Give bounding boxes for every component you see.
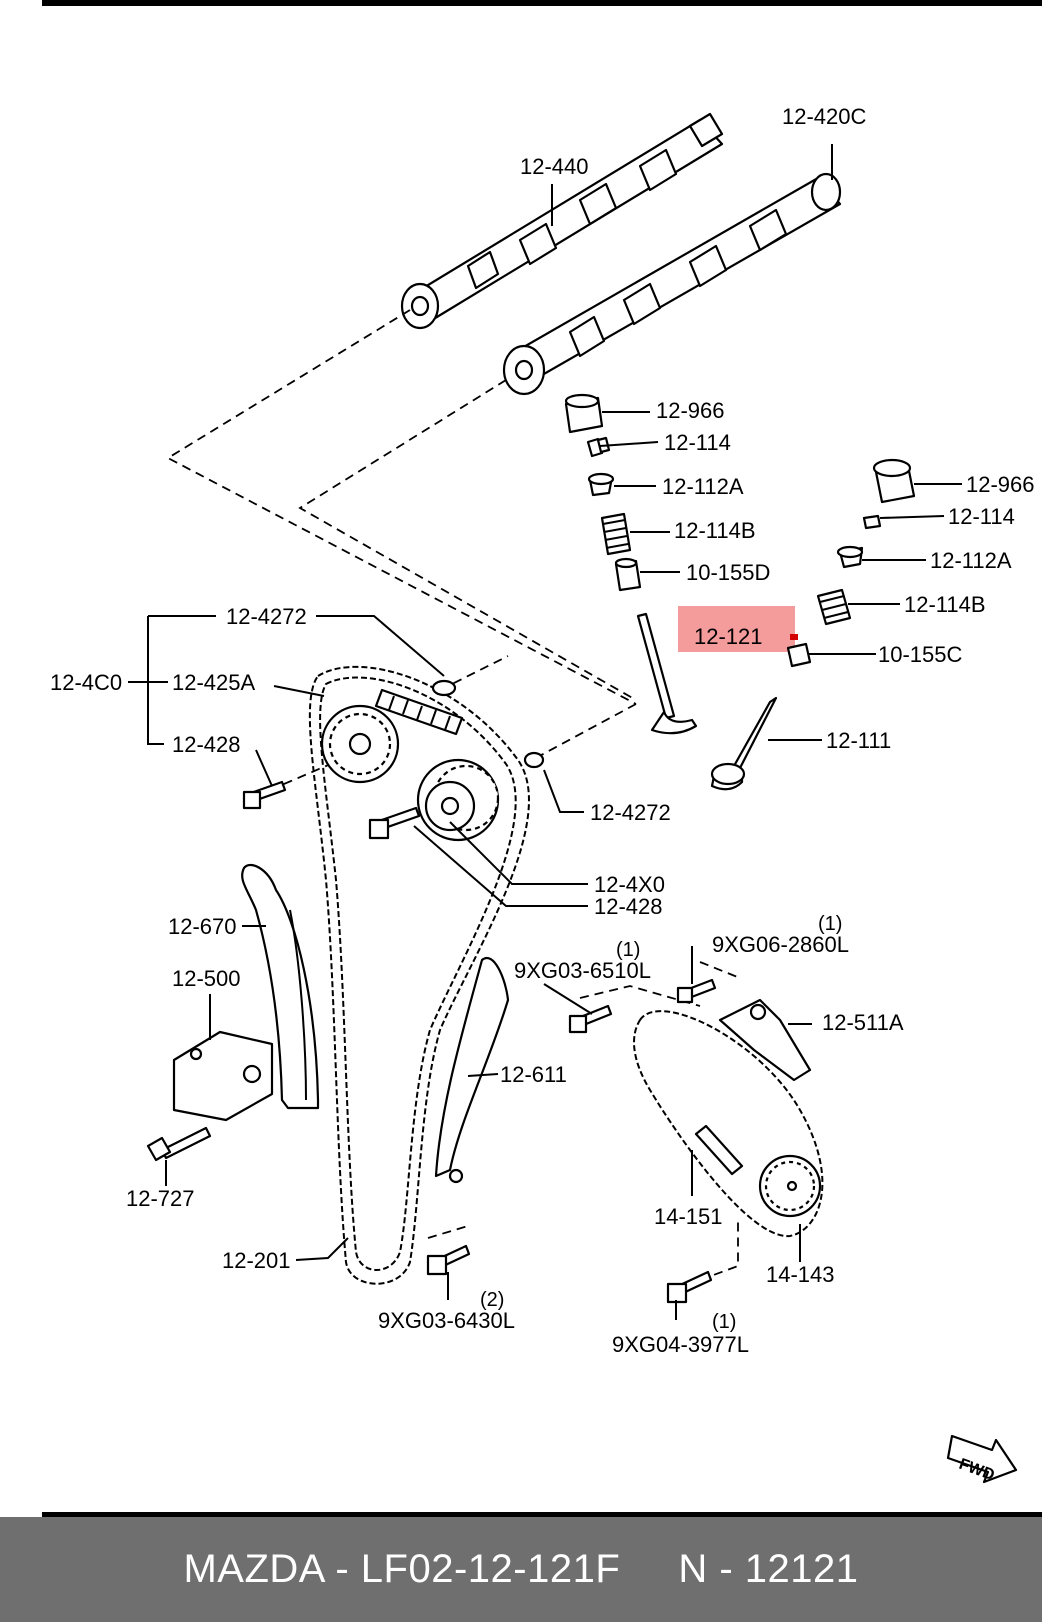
label-12-114-b: 12-114 <box>948 504 1015 529</box>
label-9XG03-6430L: 9XG03-6430L <box>378 1308 515 1333</box>
label-12-500: 12-500 <box>172 966 241 991</box>
label-12-511A: 12-511A <box>822 1010 904 1035</box>
label-12-428-a: 12-428 <box>172 732 241 757</box>
alignment-lines <box>166 309 741 1281</box>
keeper-12-114-a <box>586 436 611 458</box>
label-12-114B-a: 12-114B <box>674 518 756 543</box>
bolt-9XG03-6430L <box>426 1244 471 1276</box>
bolt-12-428-b <box>368 806 421 840</box>
keeper-12-114-b <box>862 514 882 530</box>
chain-guide-12-611 <box>434 956 510 1184</box>
spring-12-114B-b <box>816 588 852 626</box>
label-14-151: 14-151 <box>654 1204 723 1229</box>
label-9XG03-6510L: 9XG03-6510L <box>514 958 651 983</box>
qty-9XG03-6510L: (1) <box>616 939 640 961</box>
label-12-121: 12-121 <box>694 624 763 649</box>
lifter-12-966-a <box>564 393 604 434</box>
label-12-428-b: 12-428 <box>594 894 663 919</box>
chain-links <box>374 688 464 736</box>
part-number-footer: MAZDA - LF02-12-121F N - 12121 <box>0 1517 1042 1622</box>
variable-valve-timing-12-4X0 <box>416 758 500 842</box>
retainer-12-112A-a <box>587 472 615 497</box>
label-10-155C: 10-155C <box>878 642 963 667</box>
label-12-4272-b: 12-4272 <box>590 800 671 825</box>
spring-12-114B-a <box>600 512 632 556</box>
label-12-440: 12-440 <box>520 154 589 179</box>
sprocket-12-425A <box>320 704 400 784</box>
bolt-12-727 <box>146 1126 212 1162</box>
valve-seal-10-155D <box>614 557 642 592</box>
qty-9XG03-6430L: (2) <box>480 1289 504 1311</box>
tensioner-arm-12-511A <box>718 998 812 1082</box>
qty-9XG04-3977L: (1) <box>712 1311 736 1333</box>
label-9XG06-2860L: 9XG06-2860L <box>712 932 849 957</box>
retainer-12-112A-b <box>836 545 864 569</box>
label-14-143: 14-143 <box>766 1262 835 1287</box>
label-12-425A: 12-425A <box>172 670 256 695</box>
bottom-border <box>42 1512 1042 1517</box>
timing-chain-12-201 <box>308 665 530 1285</box>
camshaft-12-420C <box>502 172 842 396</box>
top-border <box>42 0 1042 6</box>
label-12-112A-b: 12-112A <box>930 548 1012 573</box>
label-12-4X0: 12-4X0 <box>594 872 665 897</box>
leader-lines <box>128 144 962 1320</box>
label-12-111: 12-111 <box>826 728 891 753</box>
label-12-966-b: 12-966 <box>966 472 1035 497</box>
footer-part-number: MAZDA - LF02-12-121F N - 12121 <box>183 1547 859 1591</box>
label-12-114B-b: 12-114B <box>904 592 986 617</box>
label-12-114-a: 12-114 <box>664 430 731 455</box>
label-12-611: 12-611 <box>500 1062 567 1087</box>
fwd-arrow-icon: FWD <box>946 1434 1018 1484</box>
label-12-4272-a: 12-4272 <box>226 604 307 629</box>
bolt-9XG03-6510L <box>568 1004 613 1034</box>
bolt-9XG04-3977L <box>666 1270 713 1304</box>
label-9XG04-3977L: 9XG04-3977L <box>612 1332 749 1357</box>
label-10-155D: 10-155D <box>686 560 770 585</box>
valve-seal-10-155C <box>786 634 812 668</box>
qty-9XG06-2860L: (1) <box>818 913 842 935</box>
tensioner-12-500 <box>172 1030 274 1122</box>
label-12-4C0: 12-4C0 <box>50 670 122 695</box>
label-12-201: 12-201 <box>222 1248 291 1273</box>
label-12-112A-a: 12-112A <box>662 474 744 499</box>
label-12-966-a: 12-966 <box>656 398 725 423</box>
bolt-9XG06-2860L <box>676 978 717 1004</box>
label-12-670: 12-670 <box>168 914 237 939</box>
washer-12-4272-a <box>431 679 457 697</box>
washer-12-4272-b <box>523 751 545 769</box>
valve-12-111 <box>710 696 778 791</box>
camshaft-12-440 <box>400 112 724 330</box>
label-12-420C: 12-420C <box>782 104 867 129</box>
lifter-12-966-b <box>872 458 916 504</box>
oil-pump-sprocket-14-143 <box>758 1154 822 1218</box>
part-labels: 12-420C 12-440 12-966 12-114 12-112A 12-… <box>50 104 1035 1357</box>
valve-12-121 <box>636 606 795 735</box>
label-12-727: 12-727 <box>126 1186 195 1211</box>
bolt-12-428-a <box>242 780 287 810</box>
